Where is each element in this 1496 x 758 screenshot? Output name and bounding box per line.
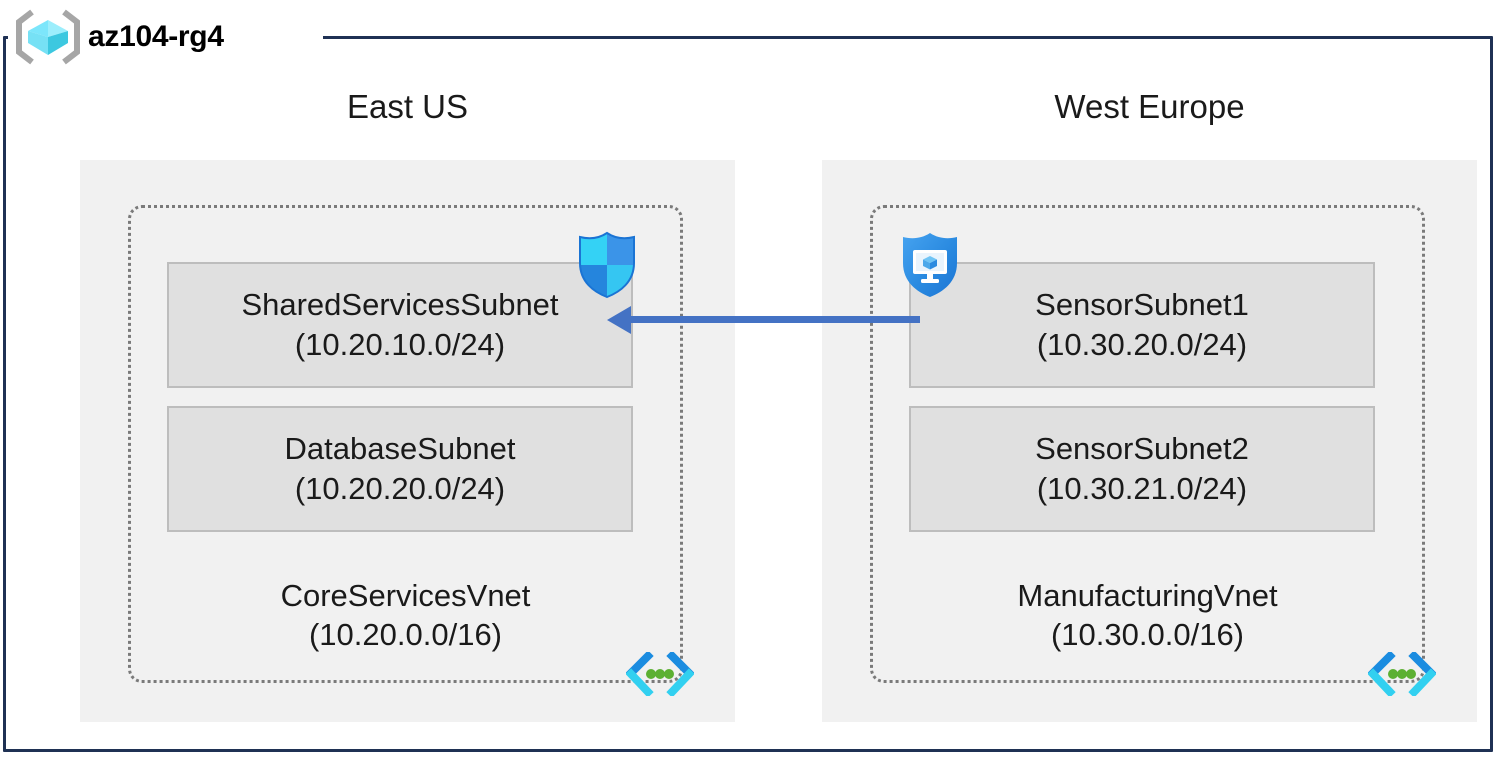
region-label-east-us: East US <box>346 88 469 125</box>
vnet-cidr: (10.30.0.0/16) <box>1050 617 1245 652</box>
subnet-shared-services[interactable]: SharedServicesSubnet (10.20.10.0/24) <box>167 262 633 388</box>
subnet-cidr: (10.30.21.0/24) <box>1036 471 1248 506</box>
subnet-sensor-1[interactable]: SensorSubnet1 (10.30.20.0/24) <box>909 262 1375 388</box>
vnet-name: CoreServicesVnet <box>280 578 531 613</box>
vnet-label-core-services: CoreServicesVnet (10.20.0.0/16) <box>131 576 680 654</box>
application-security-group-shield-icon[interactable] <box>899 230 961 300</box>
vnet-name: ManufacturingVnet <box>1017 578 1278 613</box>
virtual-network-icon <box>1367 650 1437 698</box>
vnet-manufacturing[interactable]: SensorSubnet1 (10.30.20.0/24) SensorSubn… <box>870 205 1437 698</box>
subnet-name: SensorSubnet1 <box>1035 287 1249 322</box>
network-security-group-shield-icon[interactable] <box>576 230 638 300</box>
region-label-west-europe: West Europe <box>1054 88 1245 125</box>
subnet-name: SharedServicesSubnet <box>241 287 559 322</box>
vnet-peering-arrow-head[interactable] <box>607 306 631 334</box>
vnet-peering-arrow-line[interactable] <box>627 316 920 323</box>
resource-group-header: az104-rg4 <box>12 8 224 66</box>
vnet-cidr: (10.20.0.0/16) <box>308 617 503 652</box>
resource-group-name: az104-rg4 <box>88 20 224 53</box>
subnet-sensor-2[interactable]: SensorSubnet2 (10.30.21.0/24) <box>909 406 1375 532</box>
vnet-core-services[interactable]: SharedServicesSubnet (10.20.10.0/24) Dat… <box>128 205 695 698</box>
subnet-database[interactable]: DatabaseSubnet (10.20.20.0/24) <box>167 406 633 532</box>
subnet-cidr: (10.30.20.0/24) <box>1036 327 1248 362</box>
resource-group-frame <box>3 36 1493 752</box>
subnet-cidr: (10.20.20.0/24) <box>294 471 506 506</box>
subnet-name: DatabaseSubnet <box>284 431 516 466</box>
azure-resource-group-icon <box>12 8 84 66</box>
subnet-name: SensorSubnet2 <box>1035 431 1249 466</box>
vnet-label-manufacturing: ManufacturingVnet (10.30.0.0/16) <box>873 576 1422 654</box>
subnet-cidr: (10.20.10.0/24) <box>294 327 506 362</box>
virtual-network-icon <box>625 650 695 698</box>
